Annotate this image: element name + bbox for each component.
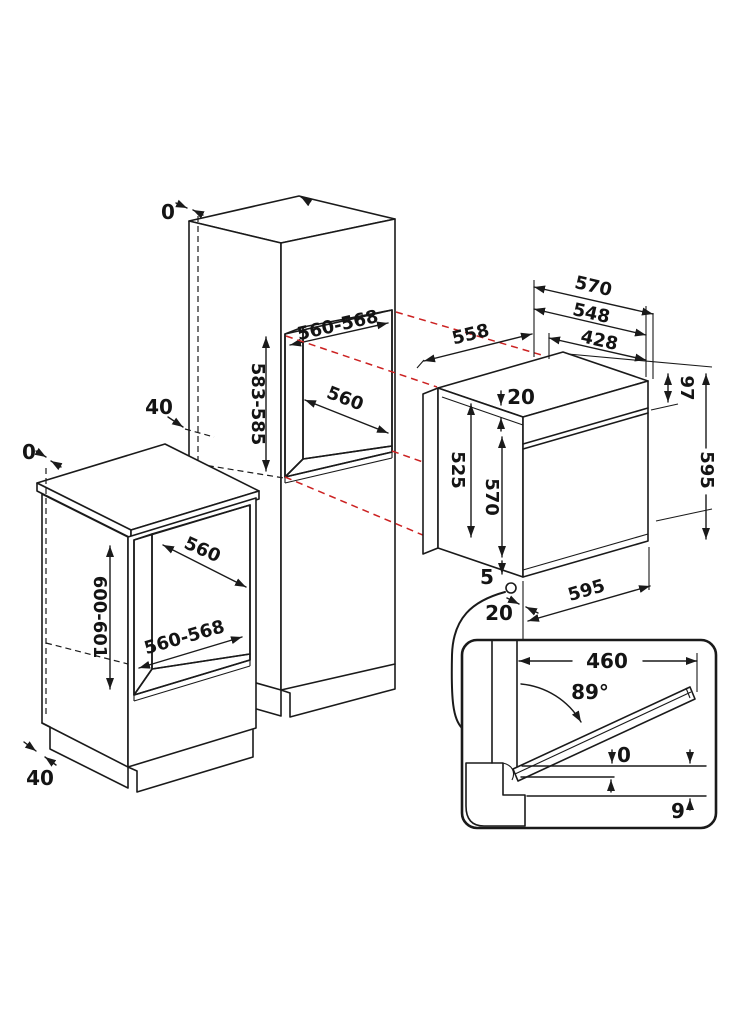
oven-front-face: [522, 380, 649, 578]
base-zero-arrow-right: [50, 460, 63, 471]
projection-line-top-left: [285, 335, 438, 388]
base-niche-lip: [133, 660, 251, 702]
dim-line-oven-depth-inner: [548, 336, 647, 362]
detail-callout-marker: [505, 582, 517, 594]
tall-zero-arrow-right: [192, 209, 205, 219]
dim-label-tall-rear-gap: 40: [145, 395, 173, 419]
dim-label-base-niche-height: 600-601: [89, 576, 110, 659]
oven-flange: [422, 387, 439, 555]
dim-label-oven-width: 595: [566, 575, 608, 606]
dim-line-base-niche-depth: [162, 544, 247, 588]
tall-top-tick: [300, 196, 313, 207]
detail-callout-line: [450, 591, 506, 729]
dim-line-tall-niche-width: [289, 321, 389, 347]
detail-cabinet-panel: [491, 640, 518, 772]
base-plinth: [41, 722, 254, 793]
oven-control-panel-lines: [522, 407, 649, 450]
detail-door-inner-line: [514, 687, 692, 775]
projection-line-bottom-left: [284, 476, 438, 542]
dim-label-oven-top-trim: 20: [507, 385, 535, 409]
oven: 570 548 428 558 20 97 525 570 595 5 20 5…: [416, 272, 717, 639]
dim-label-tall-niche-height: 583-585: [247, 363, 268, 446]
dim-arrow-door-protrusion-right: [525, 606, 539, 616]
oven-top-trim-line: [441, 396, 524, 426]
base-cabinet-hidden-lines: [45, 468, 129, 714]
base-forty-arrow-right: [44, 756, 57, 767]
dim-label-door-depth: 460: [586, 649, 628, 673]
tall-cabinet-hidden-lines: [184, 216, 285, 479]
dim-label-gap-top: 0: [617, 743, 631, 767]
dim-label-oven-body-height: 525: [447, 451, 468, 489]
door-open-detail: 460 89° 0 9: [450, 591, 718, 830]
dim-line-oven-depth-front: [423, 332, 533, 363]
dim-line-oven-depth-body: [533, 307, 647, 337]
detail-level-lines: [520, 765, 707, 797]
dim-label-base-plinth-recess: 40: [26, 766, 54, 790]
dim-label-oven-panel-height: 97: [676, 375, 697, 400]
dim-label-gap-bottom: 9: [671, 799, 685, 823]
dim-label-oven-bottom-trim: 5: [480, 565, 494, 589]
oven-door-bottom-line: [522, 533, 649, 571]
tall-forty-arrow: [167, 416, 184, 428]
dim-label-opening-angle: 89°: [571, 680, 609, 704]
dim-label-tall-top-gap: 0: [161, 200, 175, 224]
dim-arrow-door-protrusion-left: [506, 595, 520, 605]
dim-label-oven-depth-inner: 428: [579, 326, 620, 355]
detail-oven-door: [512, 686, 696, 782]
detail-angle-arc: [520, 683, 582, 723]
detail-plinth-section: [465, 762, 526, 827]
dim-line-base-niche-width: [138, 636, 243, 669]
tall-zero-arrow-left: [175, 199, 188, 209]
dim-line-tall-niche-depth: [304, 399, 389, 434]
base-cabinet: 0 600-601 560 560-568 40: [22, 440, 260, 793]
dim-label-oven-door-protrusion: 20: [485, 601, 513, 625]
dim-line-oven-width: [527, 585, 651, 622]
dim-label-base-top-gap: 0: [22, 440, 36, 464]
base-forty-arrow-left: [23, 741, 37, 752]
base-body-left-face: [41, 493, 129, 768]
tall-niche-lip: [284, 452, 393, 484]
dim-label-oven-height: 595: [696, 451, 717, 489]
base-zero-arrow-left: [34, 447, 47, 458]
dim-label-oven-front-height: 570: [481, 478, 502, 516]
detail-hinge: [502, 762, 515, 781]
